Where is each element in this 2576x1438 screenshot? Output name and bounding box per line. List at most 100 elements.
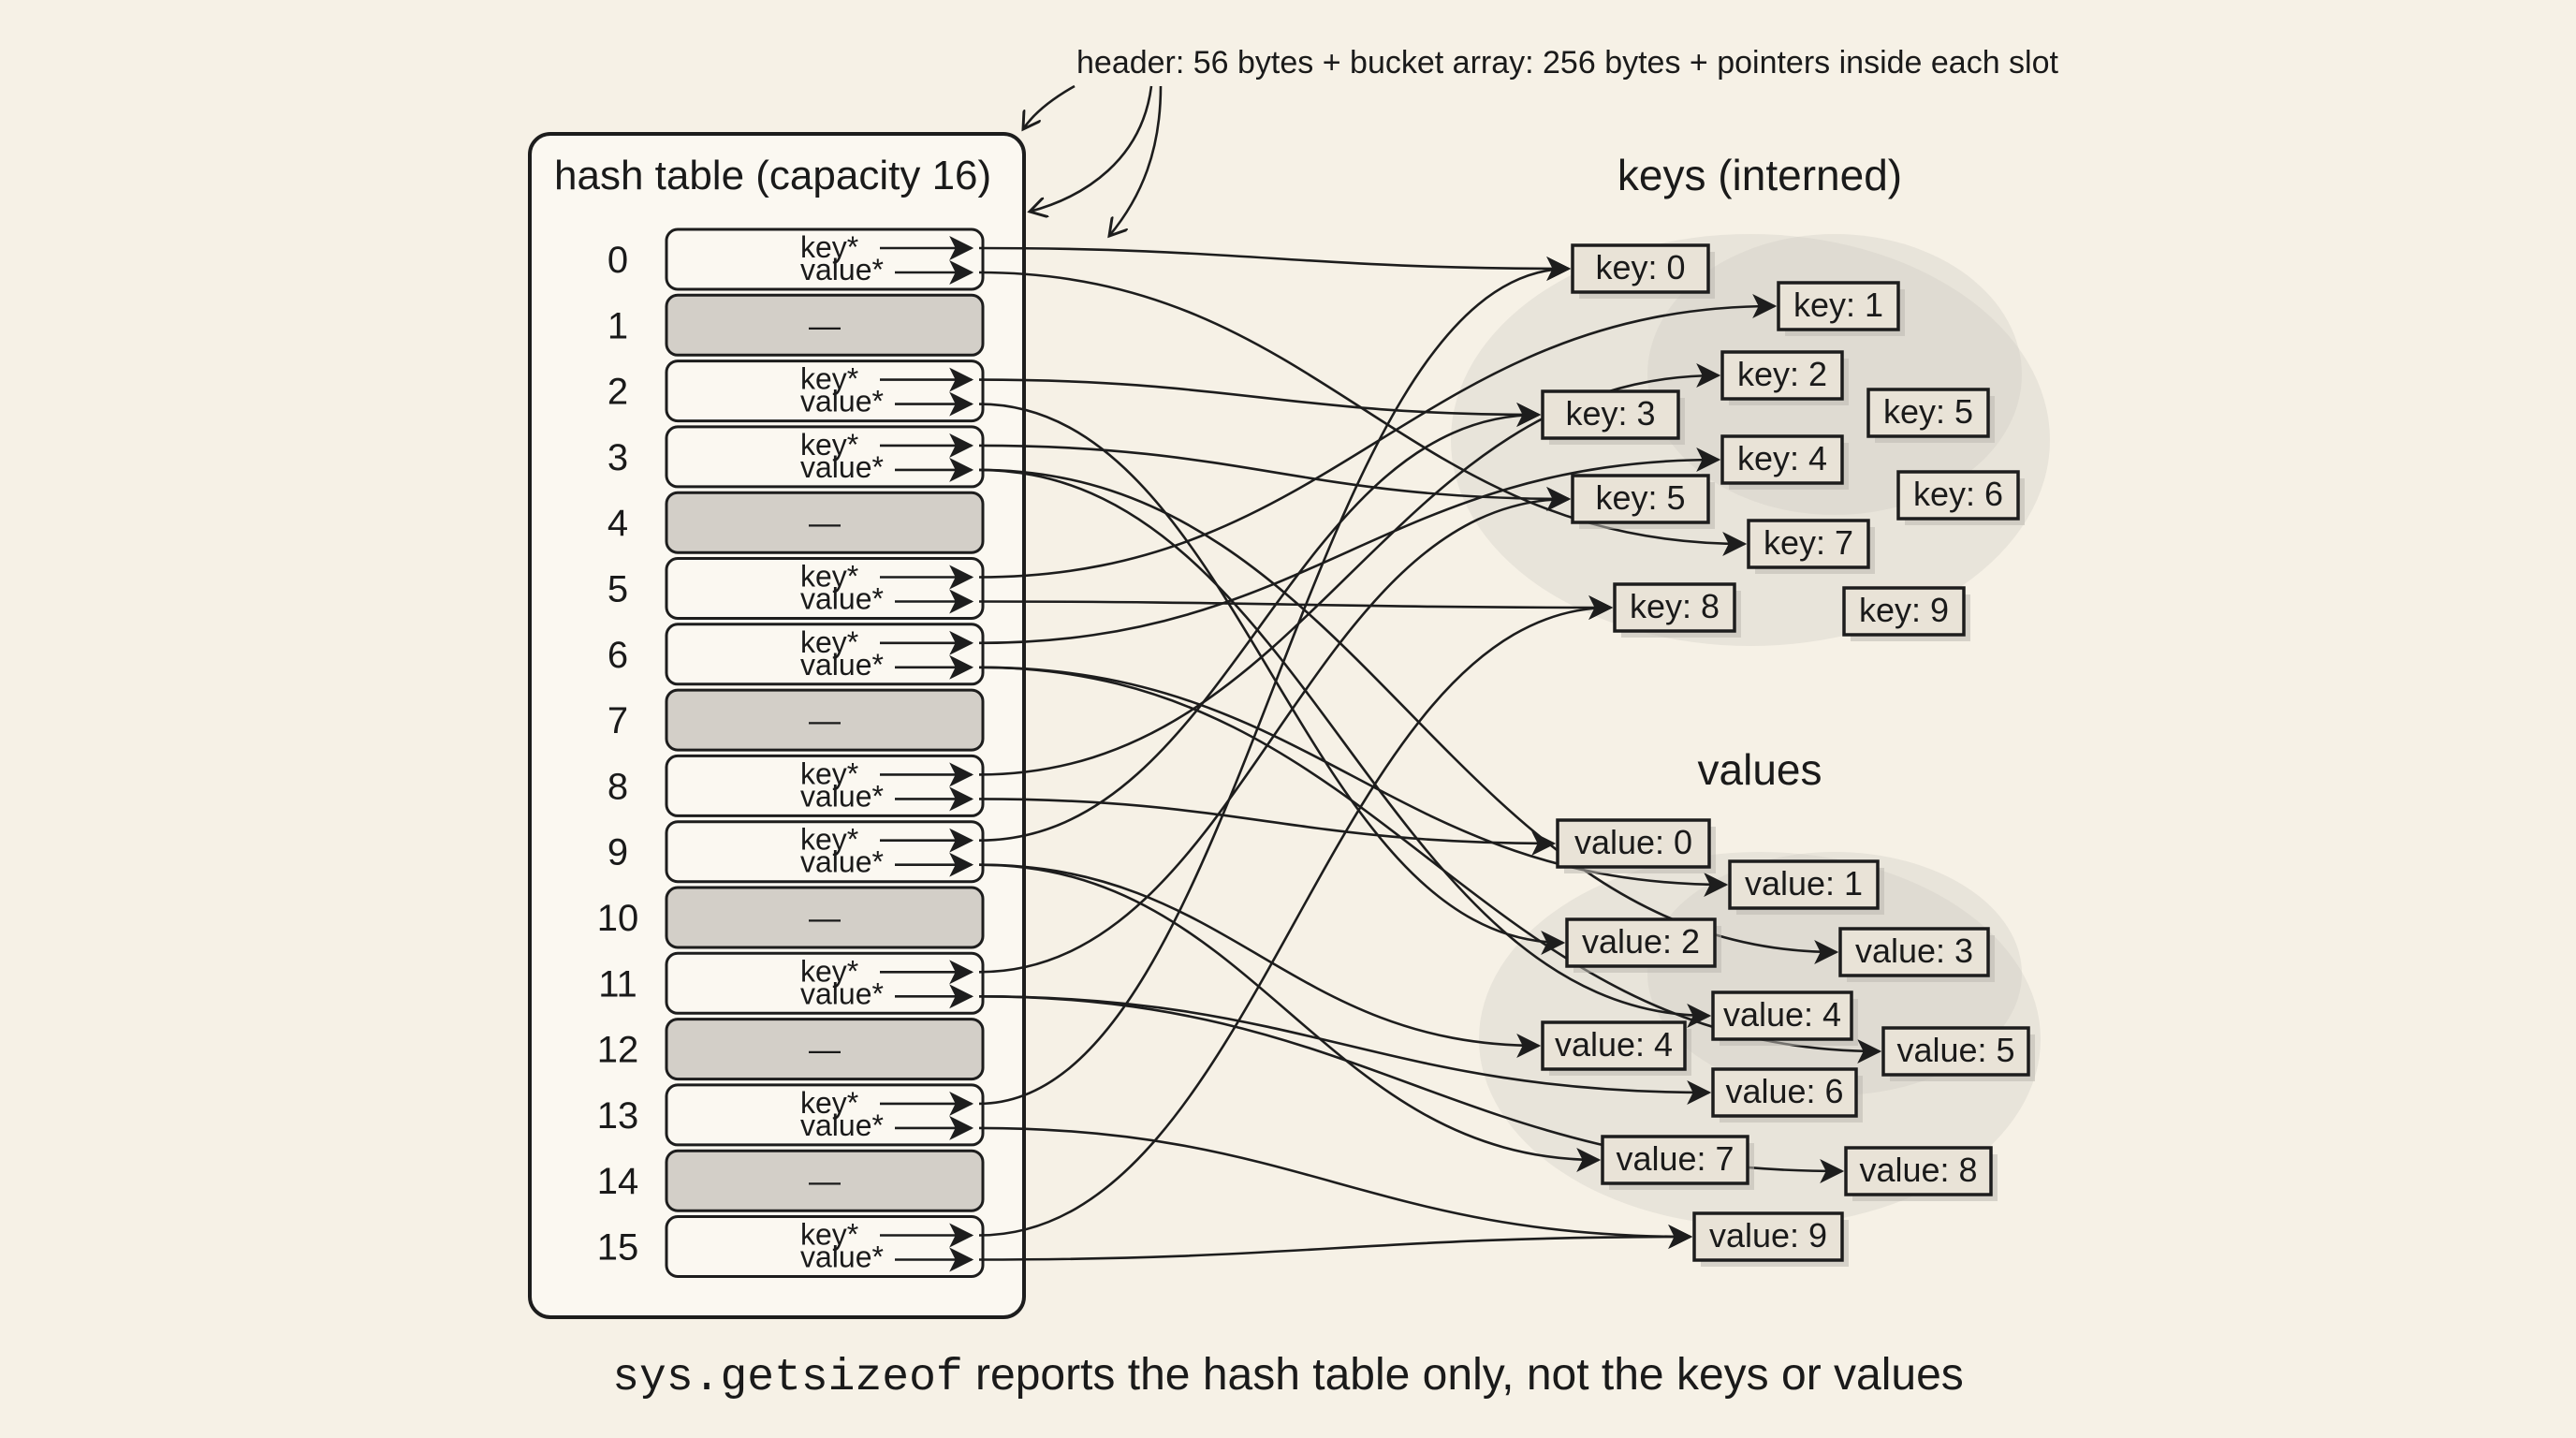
value-node-label: value: 3 [1855,932,1973,970]
empty-slot-dash: — [809,703,841,739]
value-node-label: value: 4 [1723,995,1841,1034]
value-node: value: 4 [1541,1020,1691,1076]
slot-7: 7— [607,688,985,752]
slot-12: 12— [597,1018,985,1081]
value-node: value: 8 [1844,1146,1998,1201]
slot-index: 1 [607,305,628,346]
pointer-connector [978,403,1566,955]
key-node-box [1613,582,1736,633]
value-pointer-label: value* [800,779,884,813]
key-node: key: 7 [1747,519,1875,574]
slot-index: 3 [607,437,628,478]
value-node-box [1601,1135,1749,1185]
value-node: value: 6 [1711,1067,1863,1123]
slot-1: 1— [607,293,985,357]
value-node: value: 2 [1565,917,1721,973]
value-node-box [1711,1067,1858,1118]
key-node-label: key: 0 [1595,248,1685,286]
value-node-box [1728,859,1880,910]
key-pointer-label: key* [800,954,858,988]
value-node-box [1556,818,1711,869]
pointer-connector [978,257,1572,1106]
slot-filled-box [665,1215,985,1278]
value-node-box [1881,1026,2030,1077]
values-heading: values [1698,745,1822,794]
key-node-box [1896,470,2020,521]
caption-code: sys.getsizeof [612,1353,962,1403]
pointer-connector [978,1225,1693,1261]
pointer-connector [978,798,1557,856]
pointer-connector [978,444,1572,511]
value-node: value: 0 [1556,818,1716,873]
empty-slot-dash: — [809,1033,841,1068]
value-node-label: value: 8 [1859,1151,1977,1189]
value-pointer-label: value* [800,253,884,286]
slot-filled-box [665,754,985,817]
empty-slot-dash: — [809,901,841,936]
pointer-connector [978,863,1602,1172]
value-node: value: 4 [1711,990,1858,1046]
key-pointer-label: key* [800,1086,858,1120]
pointer-connector [978,378,1542,427]
value-node-label: value: 7 [1616,1139,1734,1178]
hash-table-title: hash table (capacity 16) [554,153,991,198]
key-node: key: 5 [1866,388,1995,443]
pointer-connector [978,594,1614,620]
empty-slot-dash: — [809,1164,841,1199]
key-node: key: 3 [1541,389,1685,445]
slot-index: 10 [597,898,639,939]
slot-filled-box [665,360,985,423]
key-pointer-label: key* [800,823,858,857]
slot-index: 13 [597,1095,639,1137]
slot-empty-box [665,293,985,357]
slot-filled-box [665,820,985,884]
key-pointer-label: key* [800,428,858,462]
key-node-box [1571,474,1710,524]
slot-4: 4— [607,491,985,554]
value-pointer-label: value* [800,1240,884,1274]
pointer-connector [978,448,1721,645]
key-node-box [1842,586,1966,637]
slot-index: 8 [607,766,628,807]
key-node-box [1777,281,1900,331]
value-node: value: 9 [1692,1211,1849,1267]
value-node: value: 5 [1881,1026,2035,1081]
key-node: key: 0 [1571,243,1715,299]
slot-empty-box [665,688,985,752]
key-node-box [1866,388,1990,438]
key-node-box [1747,519,1870,569]
slot-empty-box [665,491,985,554]
key-pointer-label: key* [800,560,858,594]
key-node-label: key: 8 [1630,587,1720,625]
key-node: key: 8 [1613,582,1741,638]
header-note: header: 56 bytes + bucket array: 256 byt… [1076,45,2059,81]
key-node-label: key: 5 [1595,478,1685,517]
key-pointer-label: key* [800,625,858,659]
pointer-connector [978,246,1572,281]
value-node-box [1541,1020,1687,1071]
pointer-connector [978,595,1614,1237]
slot-empty-box [665,1018,985,1081]
value-node-box [1565,917,1717,968]
slot-10: 10 — [597,886,985,949]
slot-index: 7 [607,700,628,741]
key-node: key: 6 [1896,470,2025,525]
value-node-box [1692,1211,1844,1262]
key-node: key: 9 [1842,586,1970,641]
pointer-connector [978,1126,1693,1249]
key-node-box [1720,434,1844,485]
key-pointer-label: key* [800,230,858,264]
value-node: value: 1 [1728,859,1884,915]
value-pointer-label: value* [800,450,884,484]
value-node: value: 7 [1601,1135,1754,1190]
header-arrows [1023,84,1163,236]
keys-heading: keys (interned) [1617,151,1902,199]
slot-index: 11 [598,963,637,1005]
value-node-label: value: 9 [1709,1216,1827,1255]
